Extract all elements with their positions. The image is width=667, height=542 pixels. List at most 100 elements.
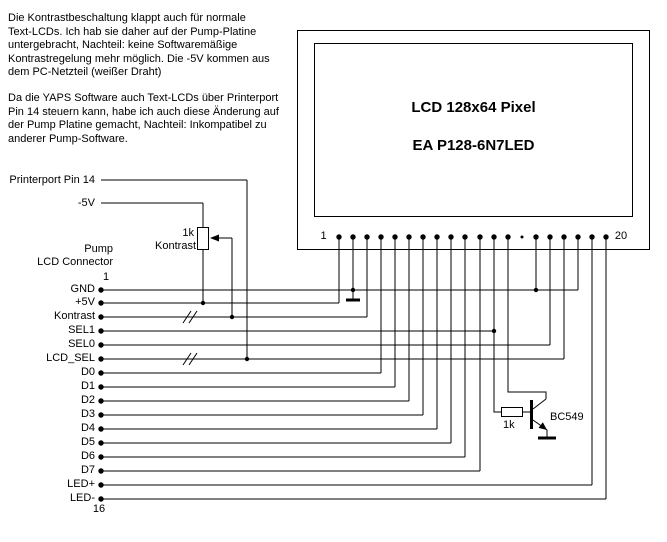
lcd-pin-dot-7 <box>420 234 426 240</box>
net-d3 <box>101 237 424 416</box>
connector-first-pin-number: 1 <box>102 271 110 283</box>
lcd-pin-dot-11 <box>477 234 483 240</box>
signal-label-d3: D3 <box>80 408 95 420</box>
signal-label-gnd: GND <box>70 283 95 295</box>
signal-label-d5: D5 <box>80 436 95 448</box>
lcd-pin-dot-2 <box>350 234 356 240</box>
lcd-pin-dot-10 <box>462 234 468 240</box>
net-sel1-base <box>101 237 501 413</box>
lcd-pin-dot-16 <box>547 234 553 240</box>
connector-pin-dot-11 <box>98 426 104 432</box>
lcd-pin-dot-4 <box>378 234 384 240</box>
connector-pin-dot-5 <box>98 342 104 348</box>
lcd-pin-dot-19 <box>589 234 595 240</box>
note-p1-line: Die Kontrastbeschaltung klappt auch für … <box>8 12 246 24</box>
backlight-transistor-circuit <box>501 398 556 440</box>
base-resistor-value-label: 1k <box>503 419 515 431</box>
signal-label-d2: D2 <box>80 394 95 406</box>
connector-pin-dot-14 <box>98 468 104 474</box>
net-d4 <box>101 237 438 430</box>
net-d0 <box>101 237 382 374</box>
lcd-pin-dot-20 <box>603 234 609 240</box>
lcd-pin-dot-1 <box>336 234 342 240</box>
note-p2-line: der Pump Platine gemacht, Nachteil: Inko… <box>8 119 267 131</box>
net-d1 <box>101 237 396 388</box>
connector-title-line2: LCD Connector <box>37 256 113 268</box>
lcd-pin-dot-17 <box>561 234 567 240</box>
pot-value-label: 1k <box>182 227 194 239</box>
lcd-module-title: LCD 128x64 Pixel <box>411 99 536 116</box>
signal-label-d4: D4 <box>80 422 95 434</box>
net-sel0 <box>101 237 551 346</box>
note-paragraph-contrast: Die Kontrastbeschaltung klappt auch für … <box>8 12 270 80</box>
connector-pin-dot-6 <box>98 356 104 362</box>
pot-wiper-arrow-icon <box>210 234 219 242</box>
net-d6 <box>101 237 466 458</box>
transistor-collector <box>532 398 547 410</box>
note-p2-line: Da die YAPS Software auch Text-LCDs über… <box>8 92 279 104</box>
connector-pin-dot-7 <box>98 370 104 376</box>
signal-label-led+: LED+ <box>67 478 95 490</box>
lcd-module-box <box>297 30 650 250</box>
signal-label-d6: D6 <box>80 450 95 462</box>
note-paragraph-yaps: Da die YAPS Software auch Text-LCDs über… <box>8 92 279 146</box>
connector-pin-dot-8 <box>98 384 104 390</box>
lcd-module-partnumber: EA P128-6N7LED <box>412 137 535 154</box>
pot-function-label: Kontrast <box>155 240 196 252</box>
lcd-pin-dot-3 <box>364 234 370 240</box>
lcd-pin-dot-6 <box>406 234 412 240</box>
signal-label-led-: LED- <box>69 492 95 504</box>
lcd-pin-dot-12 <box>491 234 497 240</box>
connector-pin-dot-16 <box>98 496 104 502</box>
note-p2-line: anderer Pump-Software. <box>8 132 128 145</box>
connector-pin-dot-4 <box>98 328 104 334</box>
printerport-pin14-label: Printerport Pin 14 <box>9 174 95 186</box>
cut-kontrast-icon <box>182 310 198 324</box>
lcd-pin-dots <box>336 234 609 240</box>
note-p1-line: dem PC-Netzteil (weißer Draht) <box>8 66 162 78</box>
net-ledplus <box>101 237 593 486</box>
base-resistor-body <box>501 407 523 417</box>
transistor-part-label: BC549 <box>550 411 584 423</box>
trace-cut-marks <box>182 310 198 366</box>
connector-pin-dot-1 <box>98 287 104 293</box>
connector-pin-dot-15 <box>98 482 104 488</box>
lcd-pin-dot-9 <box>448 234 454 240</box>
junction-dots <box>200 287 539 362</box>
net-plus5v <box>101 237 340 304</box>
lcd-pin-dot-14-nc <box>520 235 524 239</box>
lcd-pin-dot-8 <box>434 234 440 240</box>
signal-label-d1: D1 <box>80 380 95 392</box>
lcd-first-pin-number: 1 <box>320 230 327 242</box>
note-p1-line: Kontrastregelung mehr möglich. Die -5V k… <box>8 52 270 65</box>
connector-pin-dot-2 <box>98 300 104 306</box>
lcd-pin-dot-15 <box>533 234 539 240</box>
net-collector-pin13 <box>507 237 547 399</box>
note-p1-line: Text-LCDs. Ich hab sie daher auf der Pum… <box>8 25 257 38</box>
signal-label-sel1: SEL1 <box>68 324 95 336</box>
connector-title-line1: Pump <box>84 243 113 255</box>
signal-label-kontrast: Kontrast <box>54 310 95 322</box>
note-p1-line: untergebracht, Nachteil: keine Softwarem… <box>8 39 238 51</box>
cut-lcdsel-icon <box>182 352 198 366</box>
net-d2 <box>101 237 410 402</box>
neg5v-label: -5V <box>77 197 95 209</box>
connector-pin-dot-12 <box>98 440 104 446</box>
connector-pin-dot-10 <box>98 412 104 418</box>
note-p2-line: Pin 14 steuern kann, habe ich auch diese… <box>8 105 279 118</box>
lcd-pin-dot-5 <box>392 234 398 240</box>
contrast-potentiometer <box>197 227 232 250</box>
connector-last-pin-number: 16 <box>92 503 106 515</box>
emitter-arrow-icon <box>538 422 547 430</box>
net-ledminus <box>101 237 607 500</box>
signal-label-lcd-sel: LCD_SEL <box>46 352 95 364</box>
signal-label-sel0: SEL0 <box>68 338 95 350</box>
connector-pin-dot-9 <box>98 398 104 404</box>
connector-pin-dots <box>98 287 104 502</box>
connector-pin-dot-13 <box>98 454 104 460</box>
lcd-pin-dot-18 <box>575 234 581 240</box>
signal-label-d7: D7 <box>80 464 95 476</box>
signal-label-d0: D0 <box>80 366 95 378</box>
